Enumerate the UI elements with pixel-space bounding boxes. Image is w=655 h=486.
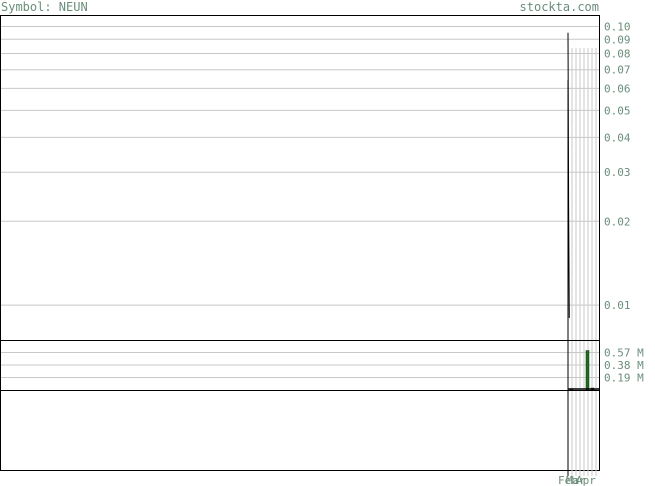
price-panel: 0.100.09 0.08 0.07 0.06 0.05 0.04 0.03 0.02 0.01	[0, 15, 631, 341]
volume-tick-label: 0.57 M	[604, 347, 644, 360]
price-tick-label: 0.06	[604, 82, 631, 95]
price-tick-label: 0.02	[604, 215, 631, 228]
lower-panel	[0, 80, 600, 476]
volume-tick-label: 0.38 M	[604, 359, 644, 372]
price-tick-label: 0.08	[604, 48, 631, 61]
lower-frame	[0, 390, 600, 471]
site-label: stockta.com	[520, 0, 599, 14]
price-tick-label: 0.05	[604, 104, 631, 117]
price-tick-label: 0.03	[604, 166, 631, 179]
price-tick-label: 0.10	[604, 21, 631, 34]
price-frame	[0, 15, 600, 341]
x-tick-label: Apr	[576, 474, 596, 486]
x-tick-label: Feb	[558, 474, 578, 486]
x-tick-label: Mar	[566, 474, 586, 486]
price-tick-label: 0.07	[604, 64, 631, 77]
price-tick-label: 0.09	[604, 33, 631, 46]
price-tick-label: 0.04	[604, 131, 631, 144]
price-tick-label: 0.01	[604, 299, 631, 312]
symbol-label: Symbol: NEUN	[1, 0, 88, 14]
volume-bar	[585, 350, 590, 391]
volume-panel: 0.57 M0.38 M0.19 M	[0, 340, 644, 391]
volume-tick-label: 0.19 M	[604, 372, 644, 385]
